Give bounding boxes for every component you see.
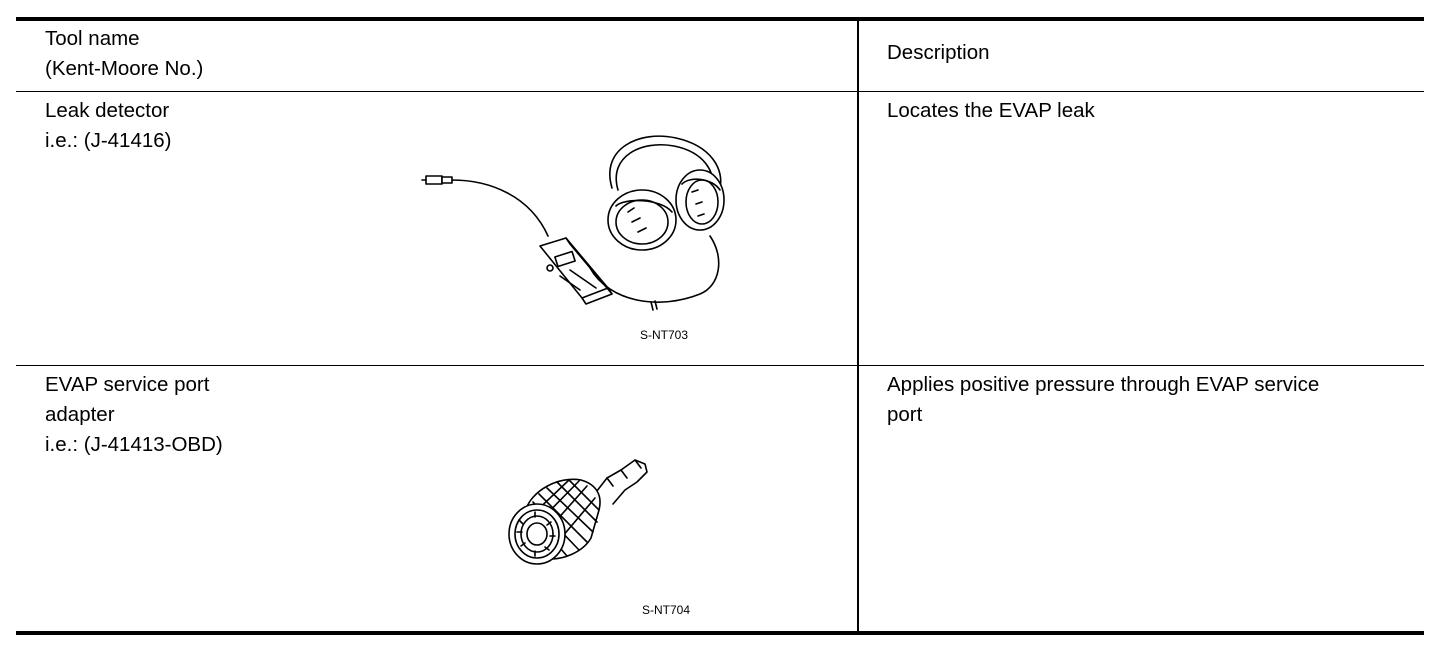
row-divider bbox=[16, 365, 1424, 366]
figure-code-s-nt704: S-NT704 bbox=[642, 603, 691, 617]
leak-detector-headphones-illustration bbox=[421, 135, 725, 311]
tool-name-leak-detector: Leak detector i.e.: (J-41416) bbox=[45, 96, 171, 156]
tool-line: EVAP service port bbox=[45, 373, 210, 396]
description-line: Locates the EVAP leak bbox=[887, 99, 1095, 122]
table-top-rule bbox=[16, 17, 1424, 21]
header-tool-name-line1: Tool name bbox=[45, 27, 140, 50]
description-evap-adapter: Applies positive pressure through EVAP s… bbox=[887, 370, 1319, 430]
header-tool-name-line2: (Kent-Moore No.) bbox=[45, 57, 204, 80]
header-tool-name: Tool name (Kent-Moore No.) bbox=[45, 24, 203, 84]
tool-line: Leak detector bbox=[45, 99, 170, 122]
column-divider bbox=[857, 21, 859, 631]
description-leak-detector: Locates the EVAP leak bbox=[887, 96, 1095, 126]
evap-service-port-adapter-illustration bbox=[508, 459, 648, 565]
header-description: Description bbox=[887, 41, 990, 64]
table-bottom-rule bbox=[16, 631, 1424, 635]
tool-line: adapter bbox=[45, 403, 115, 426]
tool-line: i.e.: (J-41416) bbox=[45, 129, 172, 152]
description-line: port bbox=[887, 403, 923, 426]
tool-line: i.e.: (J-41413-OBD) bbox=[45, 433, 223, 456]
tool-name-evap-adapter: EVAP service port adapter i.e.: (J-41413… bbox=[45, 370, 223, 460]
description-line: Applies positive pressure through EVAP s… bbox=[887, 373, 1320, 396]
figure-code-s-nt703: S-NT703 bbox=[640, 328, 689, 342]
header-divider bbox=[16, 91, 1424, 92]
